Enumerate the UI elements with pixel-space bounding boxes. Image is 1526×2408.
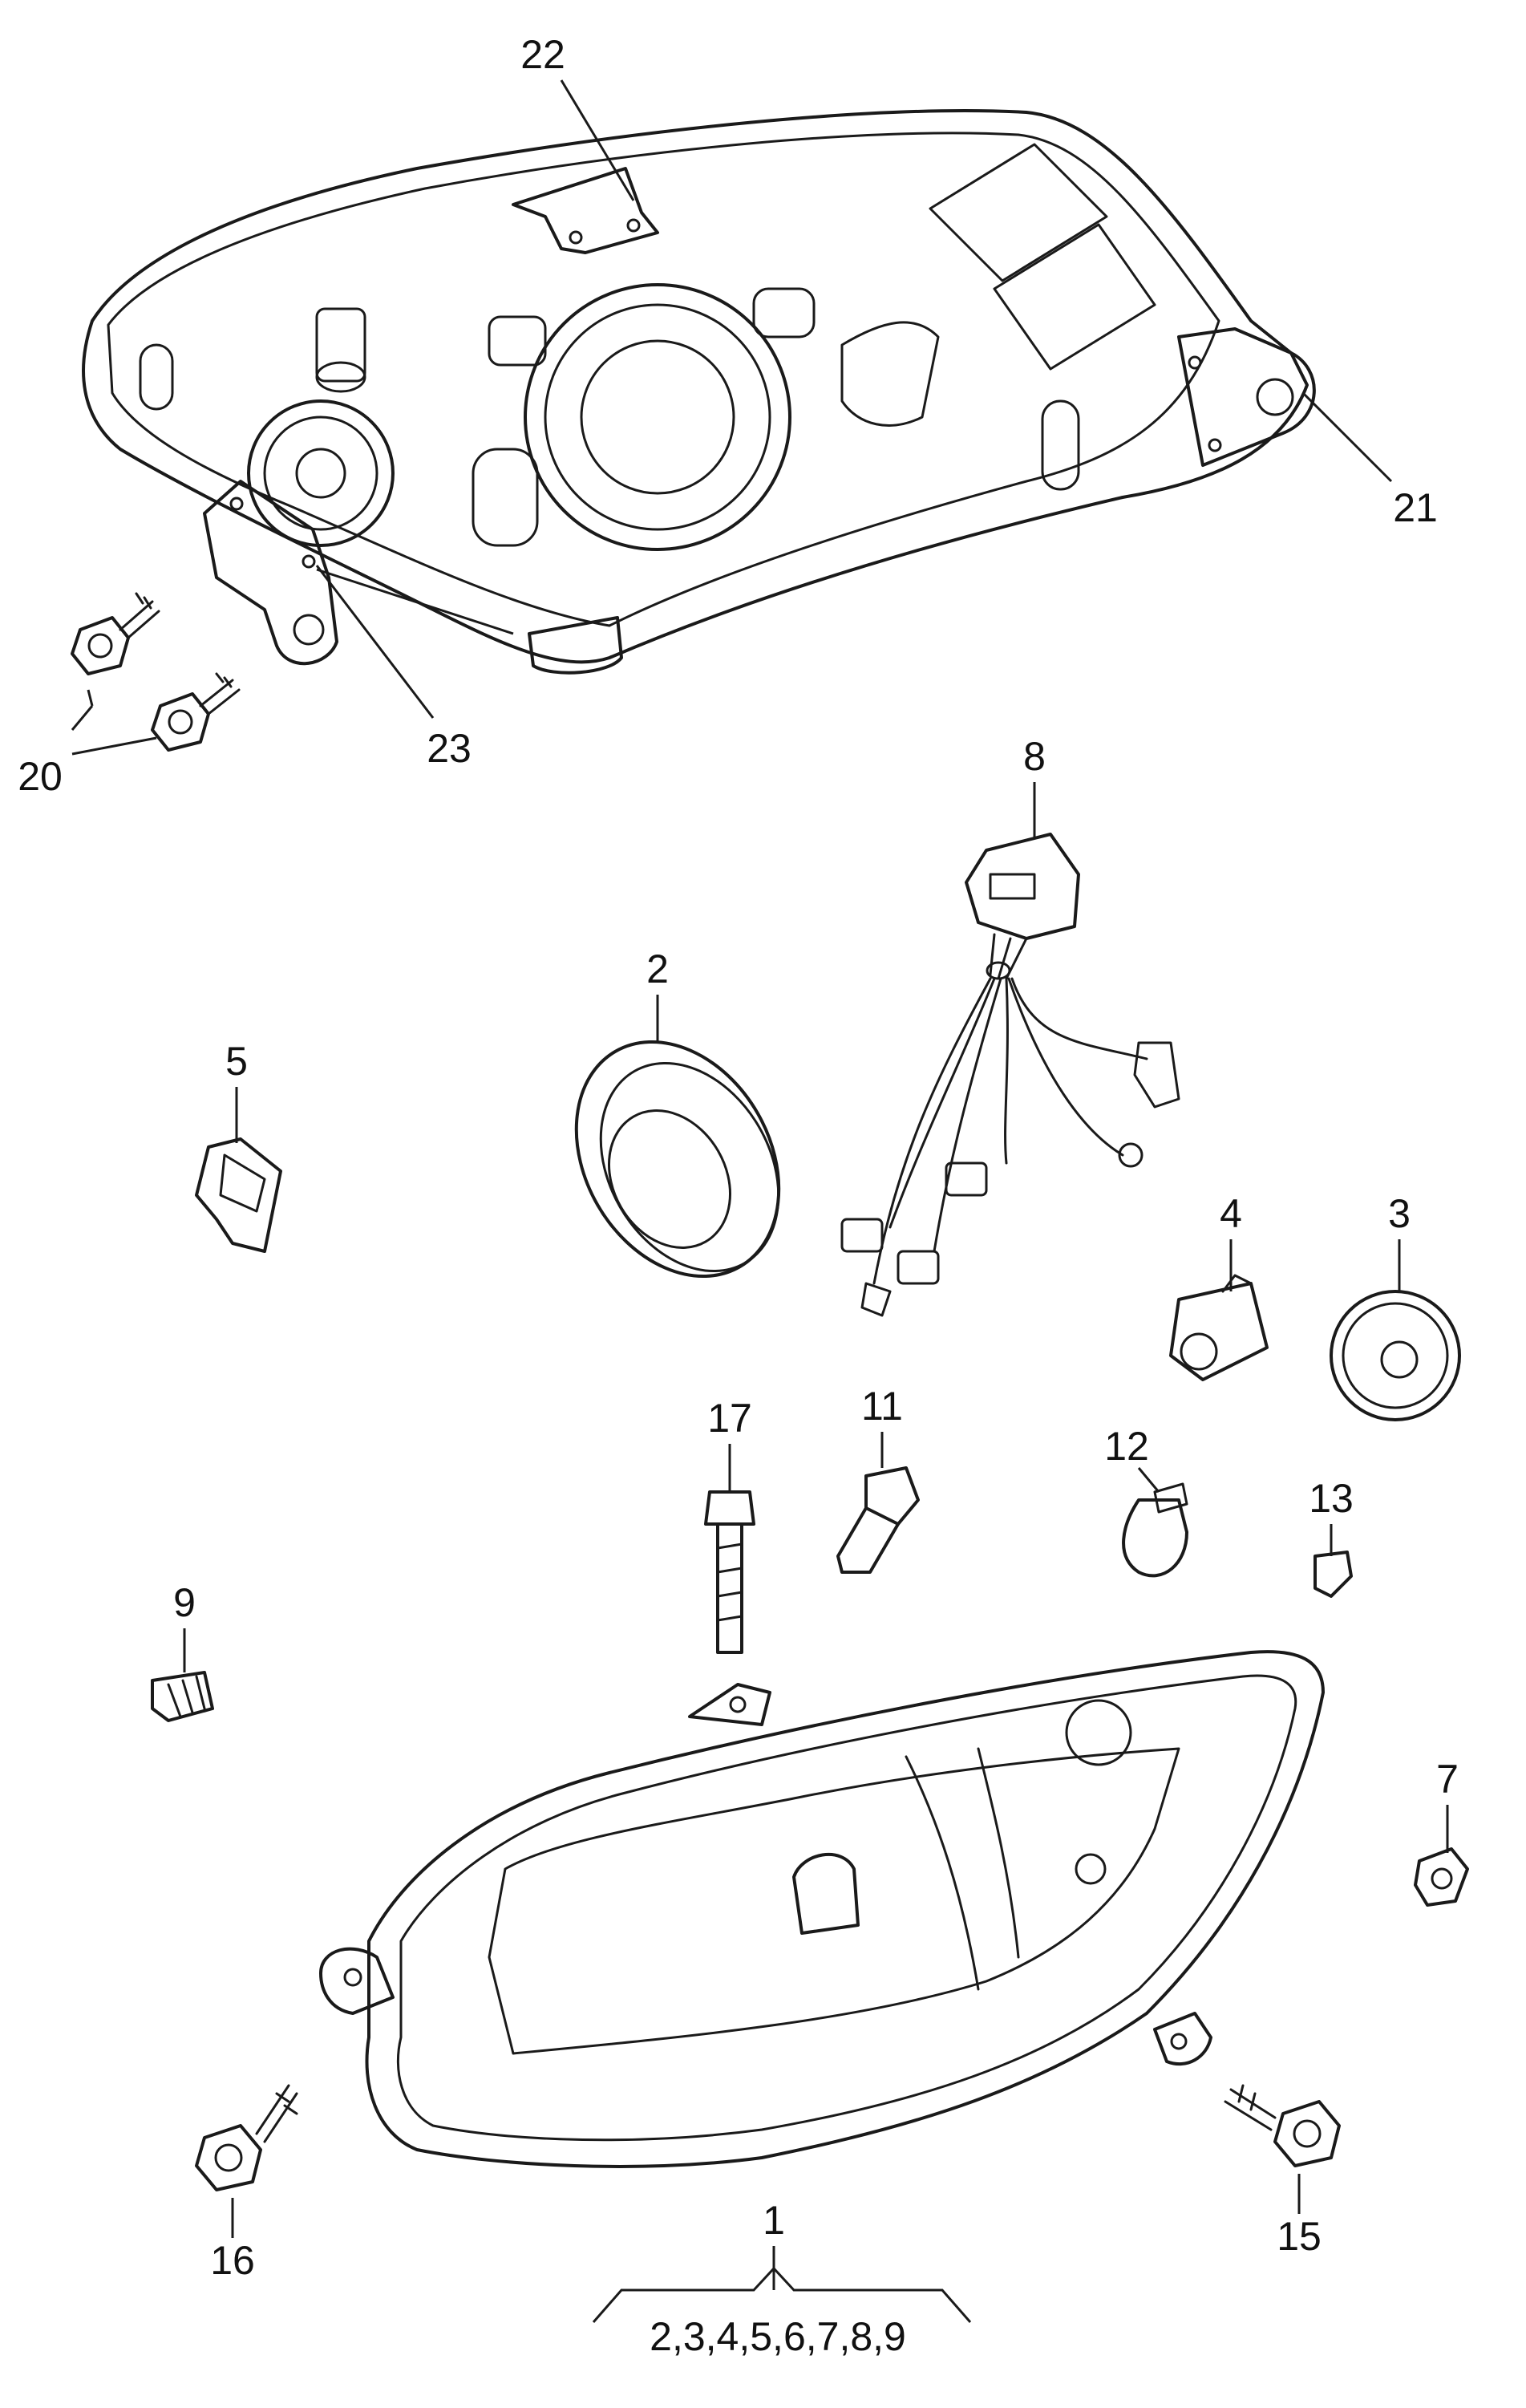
callout-16: 16 — [210, 2238, 255, 2283]
rivet-9 — [151, 1671, 214, 1722]
screw-15 — [1224, 2084, 1341, 2167]
callout-7: 7 — [1436, 1757, 1459, 1802]
callout-21: 21 — [1393, 485, 1438, 530]
callout-1-subparts: 2,3,4,5,6,7,8,9 — [650, 2314, 906, 2359]
bulb-12 — [1122, 1482, 1188, 1578]
screw-16 — [195, 2084, 298, 2191]
headlight-assembly-front — [319, 1650, 1325, 2168]
callout-8: 8 — [1023, 734, 1046, 779]
screw-20-a — [71, 592, 160, 675]
callout-15: 15 — [1277, 2214, 1322, 2259]
callout-2: 2 — [646, 947, 669, 991]
screw-20-b — [151, 672, 241, 752]
callout-13: 13 — [1309, 1476, 1354, 1521]
bulb-13 — [1313, 1551, 1353, 1598]
callout-labels: 22 21 23 20 8 2 5 4 3 17 11 12 13 9 7 15… — [18, 32, 1459, 2359]
callout-4: 4 — [1220, 1191, 1242, 1236]
halogen-bulb-11 — [836, 1466, 920, 1574]
callout-9: 9 — [173, 1580, 196, 1625]
callout-23: 23 — [427, 726, 472, 771]
adjusting-screw-17 — [704, 1490, 755, 1654]
callout-11: 11 — [861, 1384, 903, 1429]
headlight-housing-rear — [82, 109, 1316, 675]
nut-7 — [1414, 1847, 1469, 1907]
clip-5 — [195, 1137, 282, 1253]
callout-20: 20 — [18, 754, 63, 799]
leader-lines — [71, 79, 1449, 2323]
wiring-harness-8 — [840, 833, 1180, 1317]
seal-ring-2 — [574, 1040, 781, 1279]
callout-17: 17 — [707, 1396, 752, 1441]
callout-22: 22 — [520, 32, 565, 77]
callout-12: 12 — [1104, 1424, 1149, 1469]
bulb-socket-4 — [1169, 1274, 1269, 1381]
callout-5: 5 — [225, 1039, 248, 1084]
callout-1: 1 — [763, 2198, 785, 2243]
cap-3 — [1330, 1290, 1461, 1421]
callout-3: 3 — [1388, 1191, 1411, 1236]
